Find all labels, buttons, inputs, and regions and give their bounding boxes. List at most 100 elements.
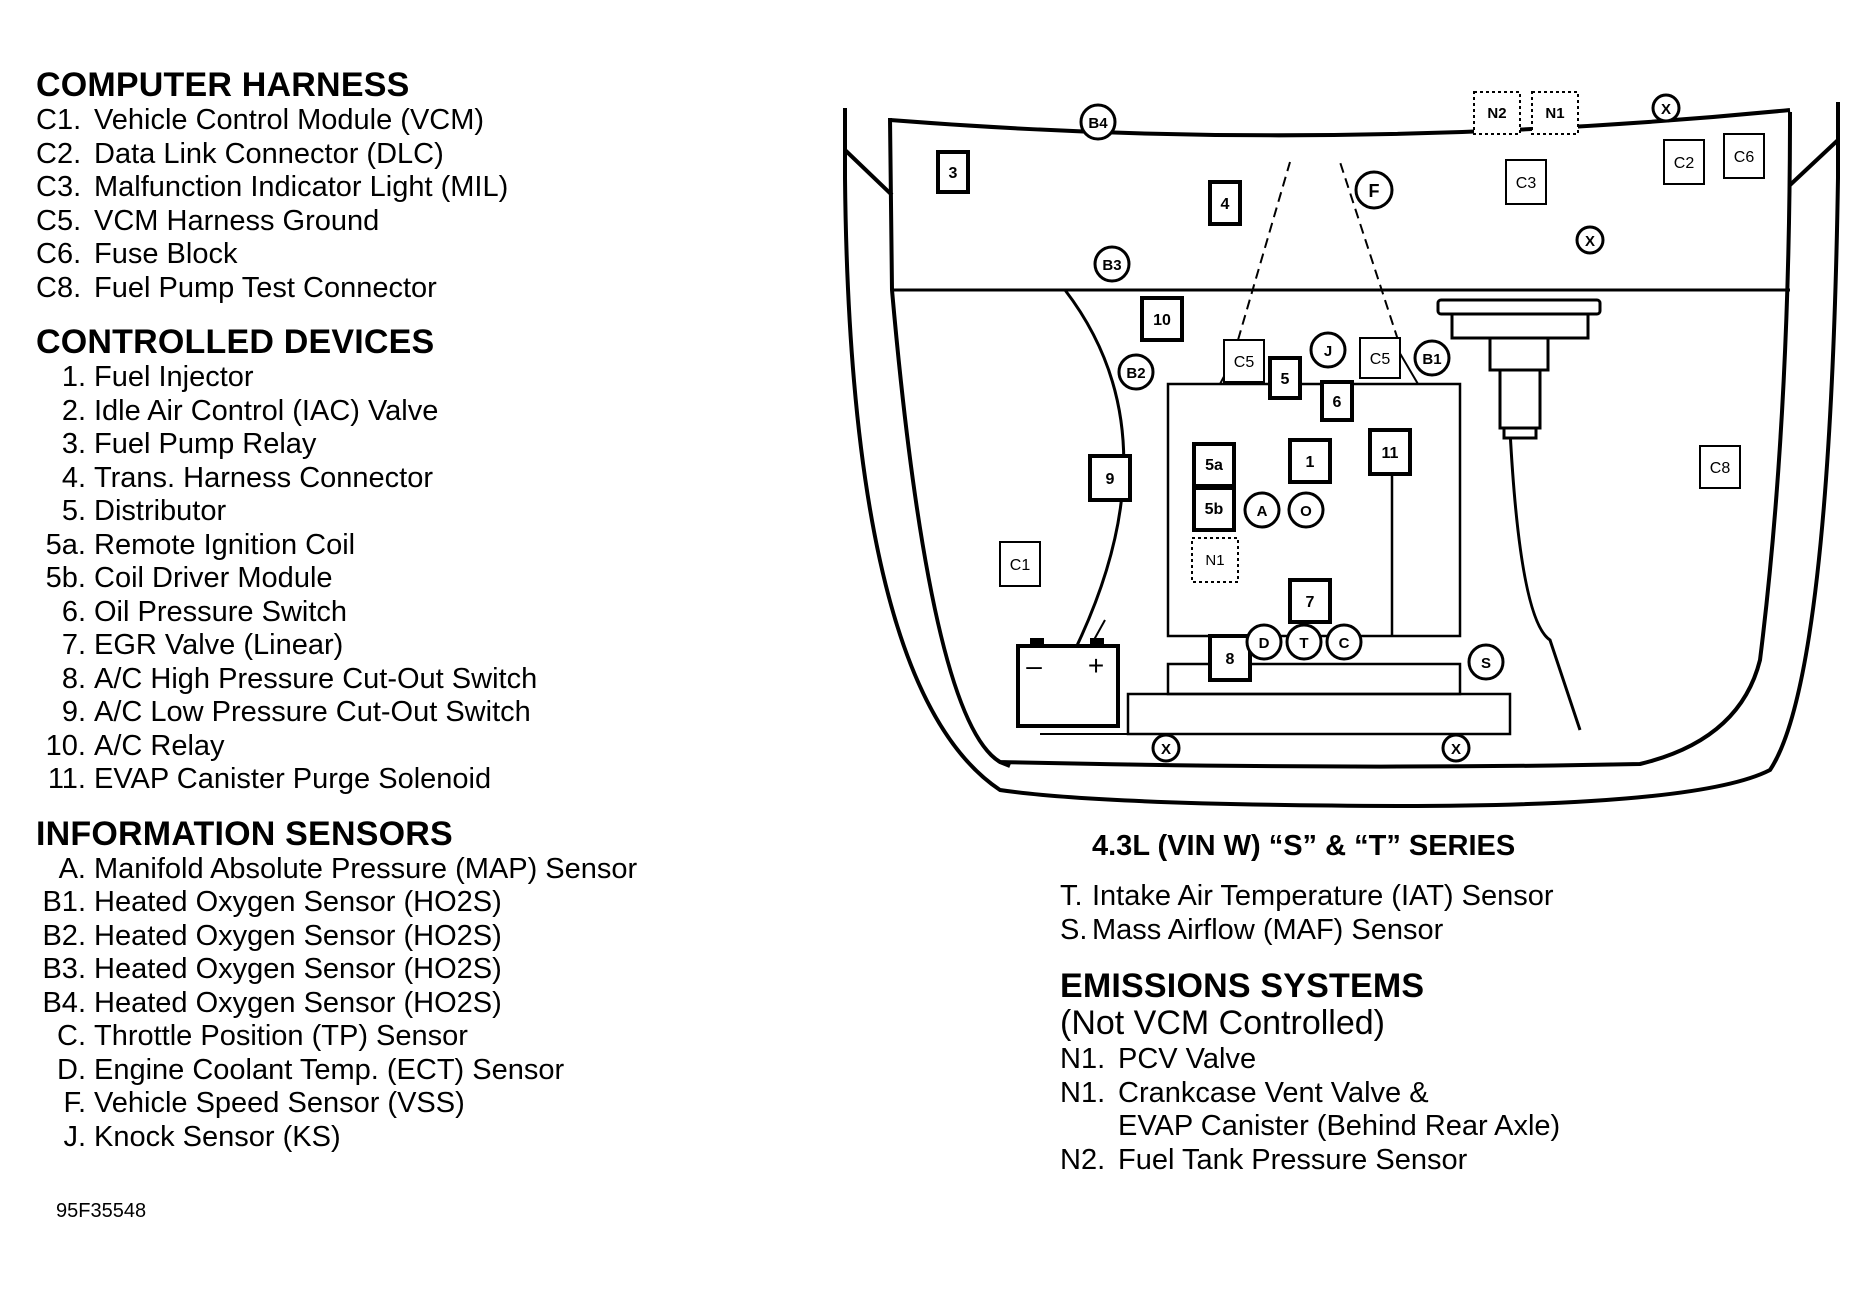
information-sensors-heading: INFORMATION SENSORS: [36, 814, 453, 853]
box-5: [1268, 356, 1302, 400]
box-n2-label: N2: [1487, 105, 1506, 122]
legend-item: C8.Fuel Pump Test Connector: [36, 271, 437, 304]
box-7: [1288, 578, 1332, 624]
legend-item: EVAP Canister (Behind Rear Axle): [1118, 1110, 1561, 1142]
cowl-curve: [889, 108, 1791, 138]
radiator-support: [999, 760, 1011, 768]
c5-right-line: [1397, 349, 1419, 385]
box-c1-label: C1: [1010, 557, 1031, 574]
legend-item: 11.EVAP Canister Purge Solenoid: [47, 763, 492, 795]
circle-b1: [1413, 339, 1451, 377]
legend-item: 10.A/C Relay: [45, 729, 225, 762]
harness-lines: [1040, 161, 1582, 736]
legend-item: C2.Data Link Connector (DLC): [36, 137, 444, 170]
box-c8-label: C8: [1710, 460, 1731, 477]
box-c5-left-label: C5: [1234, 354, 1255, 371]
box-c5-left: [1223, 339, 1265, 383]
computer-harness-list: C1.Vehicle Control Module (VCM) C2.Data …: [36, 104, 776, 305]
emissions-box-labels: N2 N1 N1: [1205, 105, 1564, 569]
circle-b2-label: B2: [1126, 365, 1145, 382]
circle-x-mid-label: X: [1585, 233, 1595, 250]
box-c2-label: C2: [1674, 155, 1695, 172]
circle-b1-label: B1: [1422, 351, 1441, 368]
harness-connector-boxes: [999, 133, 1765, 587]
information-sensors-continued-list: T.Intake Air Temperature (IAT) Sensor S.…: [1060, 880, 1800, 947]
legend-item: C3.Malfunction Indicator Light (MIL): [36, 171, 509, 203]
engine-bay-outline: [888, 111, 1792, 769]
box-n1-engine: [1191, 537, 1239, 583]
legend-item: J.Knock Sensor (KS): [63, 1120, 341, 1153]
box-1: [1288, 438, 1332, 484]
circle-b4-label: B4: [1088, 115, 1108, 132]
legend-item: 2.Idle Air Control (IAC) Valve: [61, 394, 439, 427]
circle-j-label: J: [1324, 343, 1332, 360]
battery-negative-symbol: –: [1026, 650, 1042, 681]
box-5-label: 5: [1281, 371, 1290, 388]
box-11: [1368, 428, 1412, 476]
circle-j: [1309, 331, 1347, 369]
circle-s-label: S: [1481, 655, 1491, 672]
circle-d-label: D: [1259, 635, 1270, 652]
right-fender-line: [1788, 138, 1840, 187]
sensor-circle-labels: B4 F B3 B2 J B1 A O D T C S X X X X: [1088, 101, 1671, 758]
legend-item: A.Manifold Absolute Pressure (MAP) Senso…: [58, 852, 638, 885]
diagram-caption: 4.3L (VIN W) “S” & “T” SERIES: [1092, 830, 1516, 862]
emissions-boxes: [1191, 91, 1579, 583]
box-9: [1088, 454, 1132, 502]
box-5b-label: 5b: [1205, 501, 1224, 518]
box-9-label: 9: [1106, 471, 1115, 488]
circle-x-top: [1651, 93, 1681, 123]
legend-item: S.Mass Airflow (MAF) Sensor: [1060, 913, 1444, 946]
legend-item: B2.Heated Oxygen Sensor (HO2S): [42, 919, 502, 952]
legend-item: F.Vehicle Speed Sensor (VSS): [63, 1087, 465, 1119]
legend-item: T.Intake Air Temperature (IAT) Sensor: [1060, 880, 1554, 912]
legend-item: D.Engine Coolant Temp. (ECT) Sensor: [57, 1053, 565, 1086]
box-3: [936, 150, 970, 194]
box-c3: [1505, 159, 1547, 205]
sensor-circles: [1079, 93, 1681, 763]
box-8-label: 8: [1226, 651, 1235, 668]
box-n1-top-label: N1: [1545, 105, 1564, 122]
circle-b4: [1079, 103, 1117, 141]
legend-item: B1.Heated Oxygen Sensor (HO2S): [42, 886, 502, 918]
legend-right-column: T.Intake Air Temperature (IAT) Sensor S.…: [1060, 880, 1800, 1195]
circle-s: [1467, 643, 1505, 681]
legend-item: N1.PCV Valve: [1060, 1043, 1257, 1075]
legend-item: 8.A/C High Pressure Cut-Out Switch: [61, 662, 538, 695]
circle-o: [1287, 491, 1325, 529]
box-c8: [1699, 445, 1741, 489]
circle-c: [1325, 623, 1363, 661]
controlled-devices-heading: CONTROLLED DEVICES: [36, 323, 435, 361]
circle-c-label: C: [1339, 635, 1350, 652]
figure-code: 95F35548: [56, 1200, 147, 1222]
box-8: [1208, 634, 1252, 682]
legend-item: 5.Distributor: [61, 495, 227, 527]
legend-item: 7.EGR Valve (Linear): [61, 629, 344, 661]
legend-item: C.Throttle Position (TP) Sensor: [57, 1020, 468, 1052]
controlled-devices-list: 1.Fuel Injector 2.Idle Air Control (IAC)…: [36, 361, 776, 797]
device-box-labels: 3 4 10 5 6 1 11 9 5a 5b 7 8: [949, 165, 1399, 668]
box-c6-label: C6: [1734, 149, 1755, 166]
circle-f-label: F: [1369, 181, 1380, 201]
legend-item: 5b.Coil Driver Module: [45, 562, 333, 594]
circle-a: [1243, 491, 1281, 529]
radiator: [1126, 692, 1512, 736]
body-outline: [843, 102, 1840, 809]
box-6: [1320, 380, 1354, 422]
legend-left-column: COMPUTER HARNESS C1.Vehicle Control Modu…: [36, 66, 776, 1172]
box-6-label: 6: [1333, 394, 1342, 411]
box-5a-label: 5a: [1205, 457, 1223, 474]
circle-x-right-label: X: [1451, 741, 1461, 758]
legend-item: N2.Fuel Tank Pressure Sensor: [1060, 1143, 1468, 1176]
box-4: [1208, 180, 1242, 226]
emissions-systems-list: N1.PCV Valve N1.Crankcase Vent Valve & E…: [1060, 1043, 1800, 1177]
box-10: [1140, 296, 1184, 342]
circle-x-mid: [1575, 225, 1605, 255]
legend-item: 5a.Remote Ignition Coil: [45, 528, 356, 561]
circle-b3: [1093, 245, 1131, 283]
circle-d: [1245, 623, 1283, 661]
legend-item: B4.Heated Oxygen Sensor (HO2S): [42, 986, 502, 1019]
box-1-label: 1: [1306, 454, 1315, 471]
vehicle-outline: [843, 102, 1840, 809]
